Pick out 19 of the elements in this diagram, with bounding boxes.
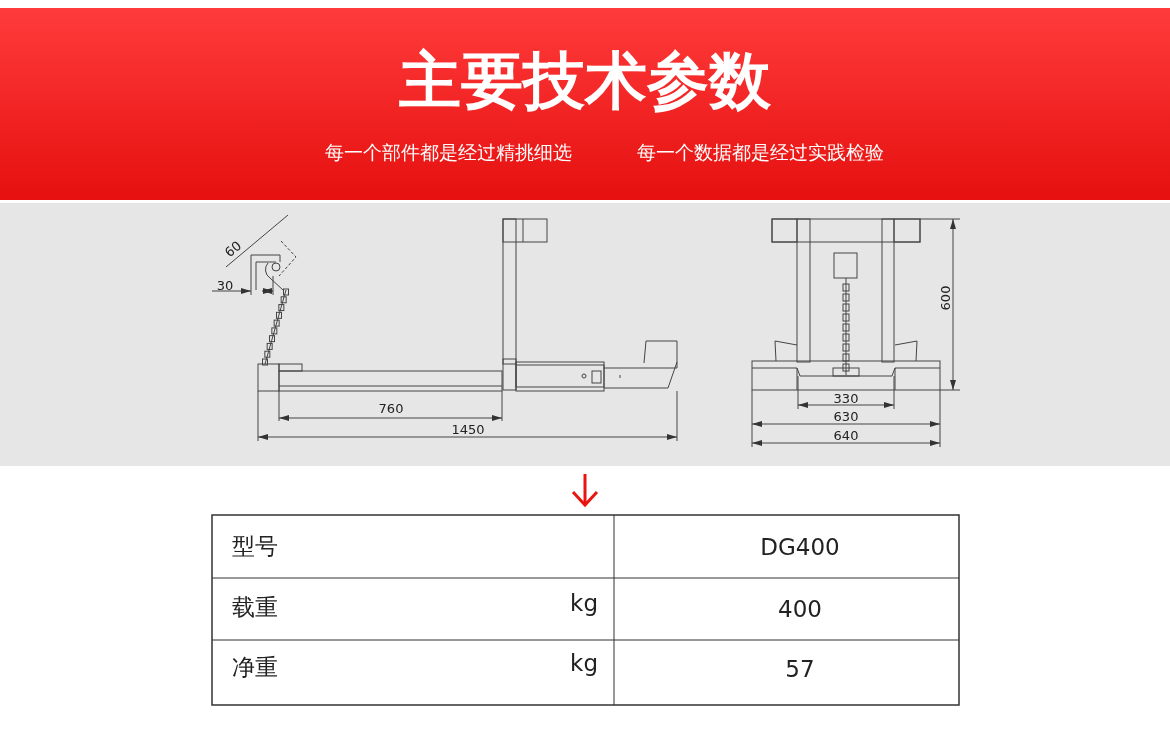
table-cell: 载重 — [232, 595, 278, 619]
page-title: 主要技术参数 — [398, 50, 772, 112]
dimension-label: 640 — [833, 428, 859, 442]
subtitle: 每一个部件都是经过精挑细选 — [324, 142, 572, 162]
table-cell: DG400 — [760, 535, 840, 559]
table-cell: kg — [570, 651, 598, 675]
dimension-label: 30 — [216, 278, 234, 292]
subtitle: 每一个数据都是经过实践检验 — [636, 142, 884, 162]
dimension-label: 60 — [222, 238, 244, 260]
table-cell: 57 — [785, 657, 815, 681]
table-cell: kg — [570, 591, 598, 615]
dimension-label: 600 — [938, 285, 952, 311]
dimension-label: 330 — [833, 391, 859, 405]
table-cell: 型号 — [232, 534, 278, 558]
dimension-label: 760 — [378, 401, 404, 415]
dimension-label: 630 — [833, 409, 859, 423]
table-cell: 净重 — [232, 655, 278, 679]
dimension-label: 1450 — [451, 422, 485, 436]
table-cell: 400 — [778, 597, 822, 621]
